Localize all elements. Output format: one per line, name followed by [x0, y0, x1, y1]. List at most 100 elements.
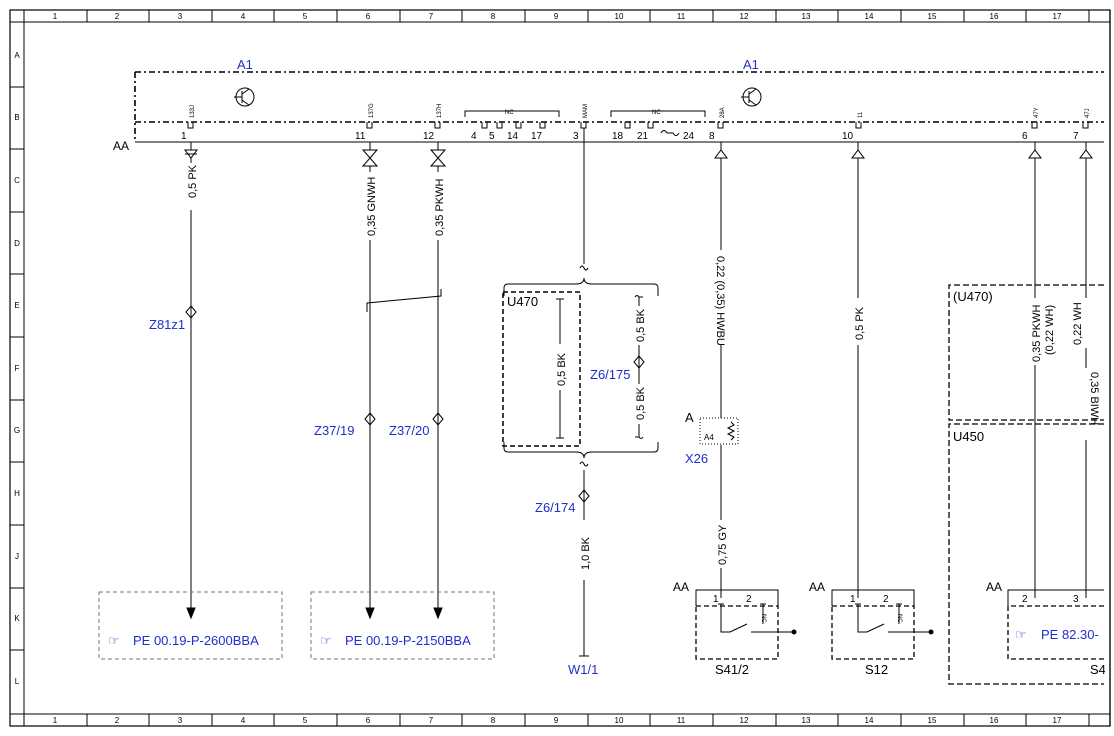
nc-label-right: NC [652, 110, 661, 116]
pin-21: 21 [637, 131, 649, 142]
col-num-11: 11 [677, 12, 686, 21]
col-num-bottom-10: 10 [615, 716, 624, 725]
s4-connector-top [1007, 589, 1104, 606]
col-num-bottom-16: 16 [990, 716, 999, 725]
pin-code-137g: 137G [369, 103, 375, 118]
wire-label-pin11: 0,35 GNWH [366, 177, 378, 236]
wire-label-pin10: 0,5 PK [854, 306, 866, 340]
u470-brace-bottom [503, 442, 659, 459]
wire-label-pin7: 0,22 WH [1072, 302, 1084, 345]
pin-code-28a: 28A [720, 107, 726, 118]
col-num-13: 13 [802, 12, 811, 21]
col-num-8: 8 [491, 12, 496, 21]
col-num-3: 3 [178, 12, 183, 21]
s12-label: S12 [865, 662, 888, 677]
s4-switch-box [1007, 605, 1104, 660]
col-num-1: 1 [53, 12, 58, 21]
wire-label-z6-upper: 0,5 BK [635, 308, 647, 342]
wire-label-pin8-top: 0,22 (0,35) HWBU [714, 256, 726, 346]
pin-5: 5 [489, 131, 495, 142]
wire-label-pin6-alt: (0,22 WH) [1044, 305, 1056, 355]
pin-24: 24 [683, 131, 695, 142]
row-letter-j: J [15, 552, 19, 561]
pin-code-133j: 133J [190, 105, 196, 118]
pin-code-11: 11 [858, 111, 864, 118]
s41-pin-1: 1 [713, 594, 719, 605]
col-num-10: 10 [615, 12, 624, 21]
wire-pin-3 [579, 128, 589, 657]
row-letter-b: B [14, 113, 19, 122]
reference-icon: ☞ [1015, 627, 1027, 642]
s12-connector-top [831, 589, 915, 606]
pin-code-labels: 133J 137G 137H MAM 28A 11 47Y 47J [190, 103, 1091, 118]
col-num-17: 17 [1053, 12, 1062, 21]
ground-label-w1-1: W1/1 [568, 662, 598, 677]
col-num-bottom-7: 7 [429, 716, 434, 725]
row-letters: A B C D E F G H J K L [14, 51, 20, 686]
wire-pin-7 [1079, 142, 1093, 598]
pin-18: 18 [612, 131, 624, 142]
reference-icon: ☞ [320, 633, 332, 648]
pin-7: 7 [1073, 131, 1079, 142]
col-num-4: 4 [241, 12, 246, 21]
x26-side-label: A [685, 410, 694, 425]
twisted-pair-marker [366, 289, 442, 312]
splice-label-z81z1: Z81z1 [149, 317, 185, 332]
col-num-bottom-11: 11 [677, 716, 686, 725]
s12-connector-label: AA [809, 580, 825, 594]
a1-right-label: A1 [743, 57, 759, 72]
u470-internal-wire [556, 298, 564, 439]
u470-box [502, 291, 581, 447]
wire-label-pin3-bottom: 1,0 BK [580, 536, 592, 570]
s4-label: S4 [1090, 662, 1106, 677]
col-num-bottom-8: 8 [491, 716, 496, 725]
col-num-bottom-6: 6 [366, 716, 371, 725]
reference-link-3[interactable]: PE 82.30- [1041, 627, 1099, 642]
pin-4: 4 [471, 131, 477, 142]
u470-paren-box [948, 284, 1104, 421]
pin-stubs [187, 122, 1089, 129]
pin-10: 10 [842, 131, 854, 142]
row-letter-a: A [14, 51, 20, 60]
pin-code-47y: 47Y [1034, 107, 1040, 118]
reference-link-2[interactable]: PE 00.19-P-2150BBA [345, 633, 471, 648]
wire-pin-6 [1028, 142, 1042, 598]
col-num-14: 14 [865, 12, 874, 21]
wire-label-pin8-bottom: 0,75 GY [717, 524, 729, 565]
pin-code-mam: MAM [583, 104, 589, 118]
col-num-bottom-3: 3 [178, 716, 183, 725]
splice-z37-19 [364, 412, 376, 426]
row-letter-e: E [14, 301, 19, 310]
wire-pin-11 [361, 142, 379, 620]
wire-pin-12 [429, 142, 447, 620]
col-num-15: 15 [928, 12, 937, 21]
wire-pin-10 [851, 142, 865, 598]
splice-z81z1 [185, 305, 197, 319]
col-num-bottom-5: 5 [303, 716, 308, 725]
col-num-bottom-2: 2 [115, 716, 120, 725]
s12-pin-1: 1 [850, 594, 856, 605]
splice-z6-174 [578, 489, 590, 503]
top-column-numbers: 1 2 3 4 5 6 7 8 9 10 11 12 13 14 15 16 1… [53, 12, 1062, 21]
u450-box [948, 423, 1104, 685]
a1-left-label: A1 [237, 57, 253, 72]
col-num-bottom-13: 13 [802, 716, 811, 725]
x26-connector [699, 417, 739, 445]
pin-14: 14 [507, 131, 519, 142]
reference-link-1[interactable]: PE 00.19-P-2600BBA [133, 633, 259, 648]
col-num-5: 5 [303, 12, 308, 21]
nc-bracket-right [610, 110, 706, 117]
row-letter-g: G [14, 426, 20, 435]
s12-pin-2: 2 [883, 594, 889, 605]
col-num-2: 2 [115, 12, 120, 21]
splice-z37-20 [432, 412, 444, 426]
aa-connector-label: AA [113, 139, 129, 153]
pin-numbers: 1 11 12 4 5 14 17 3 18 21 24 8 10 6 7 [181, 131, 1079, 142]
transistor-icon [741, 87, 762, 107]
reference-box-1 [98, 591, 283, 660]
z6-175-wire [634, 295, 644, 439]
s41-pin-2: 2 [746, 594, 752, 605]
row-letter-h: H [14, 489, 20, 498]
wire-label-pin1: 0,5 PK [187, 164, 199, 198]
